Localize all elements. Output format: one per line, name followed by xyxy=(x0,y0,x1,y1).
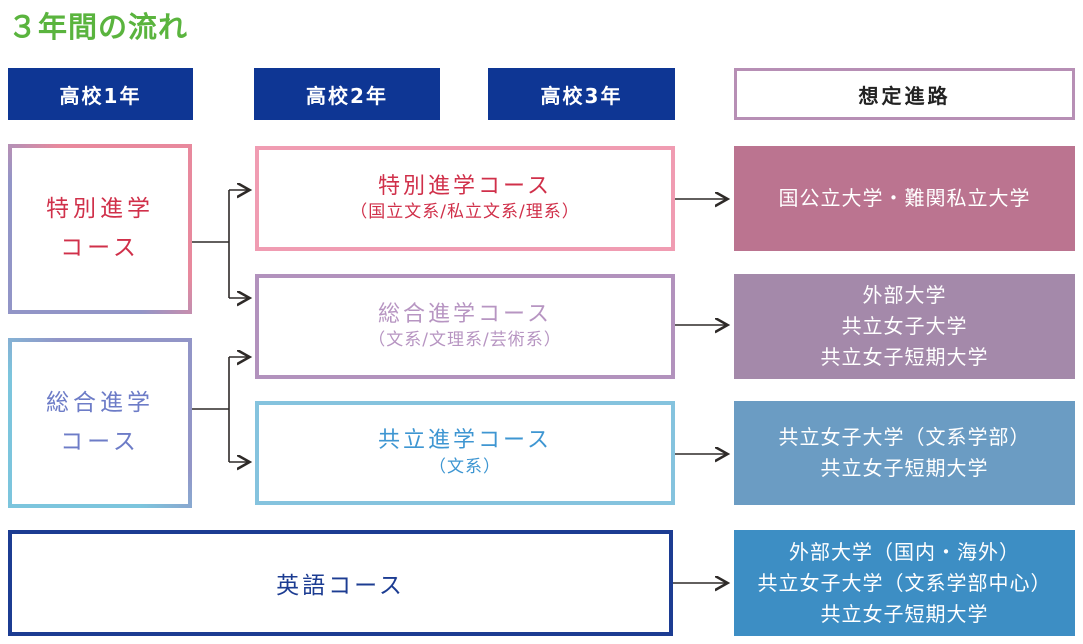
outcome-box-sogo: 外部大学 共立女子大学 共立女子短期大学 xyxy=(734,274,1075,379)
header-expected-paths: 想定進路 xyxy=(734,68,1075,120)
course-subtitle: （文系/文理系/芸術系） xyxy=(368,330,562,351)
course-box-tokubetsu-year23: 特別進学コース （国立文系/私立文系/理系） xyxy=(255,146,675,251)
course-box-sogo-year1: 総合進学 コース xyxy=(8,338,192,508)
page-title: ３年間の流れ xyxy=(8,10,189,44)
outcome-box-kyoritsu: 共立女子大学（文系学部） 共立女子短期大学 xyxy=(734,401,1075,505)
course-box-kyoritsu-year23: 共立進学コース （文系） xyxy=(255,401,675,505)
outcome-line: 共立女子大学（文系学部） xyxy=(778,425,1031,449)
header-grade-1: 高校1年 xyxy=(8,68,193,120)
course-label-line1: 特別進学 xyxy=(46,195,154,222)
outcome-line: 外部大学 xyxy=(862,283,947,307)
outcome-line: 国公立大学・難関私立大学 xyxy=(778,186,1031,210)
outcome-line: 共立女子短期大学 xyxy=(820,345,989,369)
header-grade-3: 高校3年 xyxy=(488,68,675,120)
outcome-line: 外部大学（国内・海外） xyxy=(789,539,1020,564)
course-label: 総合進学 コース xyxy=(46,384,154,462)
course-title: 特別進学コース xyxy=(378,173,552,199)
outcome-line: 共立女子短期大学 xyxy=(820,601,989,626)
course-label: 英語コース xyxy=(276,573,405,599)
course-label-line2: コース xyxy=(60,235,140,261)
course-label: 特別進学 コース xyxy=(46,190,154,268)
outcome-line: 共立女子大学 xyxy=(841,314,968,338)
course-label-line2: コース xyxy=(60,429,140,455)
outcome-box-tokubetsu: 国公立大学・難関私立大学 xyxy=(734,146,1075,251)
course-label-line1: 総合進学 xyxy=(46,389,154,416)
outcome-line: 共立女子大学（文系学部中心） xyxy=(757,570,1052,595)
outcome-line: 共立女子短期大学 xyxy=(820,456,989,480)
course-title: 共立進学コース xyxy=(378,428,552,454)
course-subtitle: （文系） xyxy=(429,456,501,477)
course-box-sogo-year23: 総合進学コース （文系/文理系/芸術系） xyxy=(255,274,675,379)
course-subtitle: （国立文系/私立文系/理系） xyxy=(350,202,580,223)
course-title: 総合進学コース xyxy=(378,301,552,327)
header-grade-2: 高校2年 xyxy=(254,68,440,120)
course-box-english: 英語コース xyxy=(8,530,673,636)
outcome-box-english: 外部大学（国内・海外） 共立女子大学（文系学部中心） 共立女子短期大学 xyxy=(734,530,1075,636)
course-box-tokubetsu-year1: 特別進学 コース xyxy=(8,144,192,314)
